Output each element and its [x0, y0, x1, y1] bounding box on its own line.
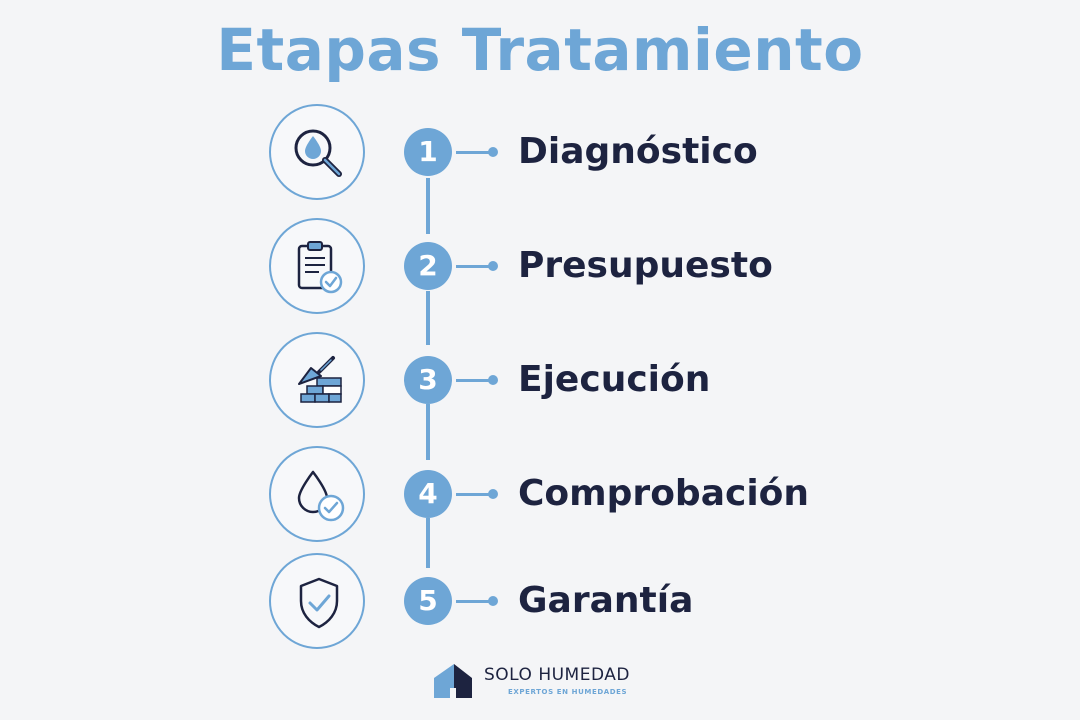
timeline-line — [426, 178, 430, 234]
brand-logo: SOLO HUMEDAD EXPERTOS EN HUMEDADES — [432, 660, 662, 702]
step-diagnostico: 1 Diagnóstico — [0, 104, 1080, 204]
step-presupuesto: 2 Presupuesto — [0, 218, 1080, 318]
magnifier-water-drop-icon — [269, 104, 365, 200]
step-number: 1 — [404, 128, 452, 176]
step-label: Diagnóstico — [518, 131, 758, 172]
timeline-line — [426, 291, 430, 345]
step-number: 2 — [404, 242, 452, 290]
step-connector — [456, 596, 498, 606]
shield-check-icon — [269, 553, 365, 649]
brand-name: SOLO HUMEDAD — [484, 665, 630, 685]
step-number: 4 — [404, 470, 452, 518]
step-ejecucion: 3 Ejecución — [0, 332, 1080, 432]
step-connector — [456, 375, 498, 385]
step-label: Ejecución — [518, 359, 711, 400]
step-label: Presupuesto — [518, 245, 773, 286]
drop-check-icon — [269, 446, 365, 542]
timeline-line — [426, 518, 430, 568]
trowel-bricks-icon — [269, 332, 365, 428]
step-label: Comprobación — [518, 473, 810, 514]
step-connector — [456, 261, 498, 271]
step-garantia: 5 Garantía — [0, 553, 1080, 653]
step-connector — [456, 147, 498, 157]
clipboard-check-icon — [269, 218, 365, 314]
step-comprobacion: 4 Comprobación — [0, 446, 1080, 546]
page-title: Etapas Tratamiento — [216, 16, 864, 84]
step-label: Garantía — [518, 580, 694, 621]
step-connector — [456, 489, 498, 499]
house-logo-icon — [434, 664, 472, 698]
timeline-line — [426, 404, 430, 460]
step-number: 3 — [404, 356, 452, 404]
step-number: 5 — [404, 577, 452, 625]
brand-tagline: EXPERTOS EN HUMEDADES — [508, 688, 628, 696]
